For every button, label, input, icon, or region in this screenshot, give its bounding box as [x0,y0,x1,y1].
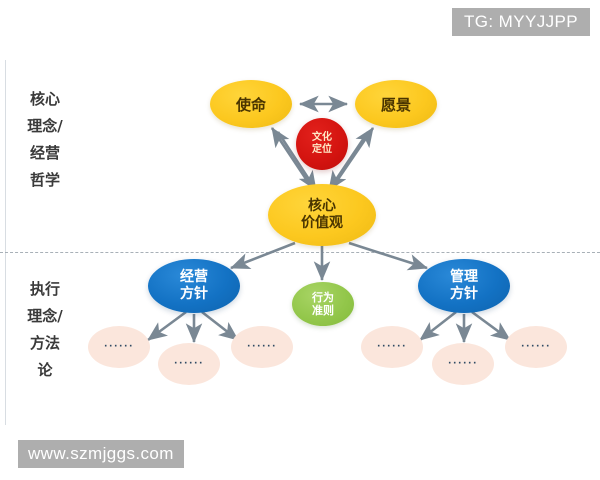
section-label-line: 方法 [29,334,60,352]
node-label-line: 使命 [235,95,266,114]
node-leaf-label: ······ [246,342,278,352]
edge-mgmtpolicy-leaf4 [419,310,457,342]
node-leaf-label: ······ [376,342,408,352]
node-vision[interactable]: 愿景 [355,80,437,128]
node-code-of-conduct[interactable]: 行为 准则 [292,282,354,326]
node-leaf-label: ······ [447,359,479,369]
node-culture-positioning-label: 文化 定位 [312,132,332,156]
node-leaf-label: ······ [173,359,205,369]
edge-mgmtpolicy-leaf6 [471,310,511,342]
section-label-line: 哲学 [29,171,60,189]
section-label-execution-methodology: 执行 理念/ 方法 论 [6,276,84,384]
node-label-line: 价值观 [301,215,343,231]
node-leaf-label: ······ [103,342,135,352]
edge-corevalues-bizpolicy [230,241,296,270]
section-label-line: 论 [37,361,53,379]
node-business-policy-label: 经营 方针 [180,269,208,303]
node-leaf-placeholder[interactable]: ······ [505,326,567,368]
node-label-line: 文化 [312,132,332,143]
node-mission-label: 使命 [236,94,266,115]
node-business-policy[interactable]: 经营 方针 [148,259,240,313]
node-mission[interactable]: 使命 [210,80,292,128]
node-label-line: 管理 [450,269,478,285]
node-label-line: 方针 [450,286,478,302]
node-leaf-placeholder[interactable]: ······ [231,326,293,368]
node-leaf-placeholder[interactable]: ······ [88,326,150,368]
node-code-of-conduct-label: 行为 准则 [312,291,334,317]
node-label-line: 行为 [312,291,334,304]
section-label-core-philosophy: 核心 理念/ 经营 哲学 [6,86,84,194]
section-divider-dashed [0,252,600,253]
node-core-values[interactable]: 核心 价值观 [268,184,376,246]
section-label-line: 核心 [29,90,60,108]
section-label-line: 经营 [29,144,60,162]
left-vertical-rule [5,60,6,425]
node-management-policy-label: 管理 方针 [450,269,478,303]
section-label-line: 理念/ [27,307,63,325]
section-label-line: 理念/ [27,117,63,135]
edge-corevalues-mgmtpolicy [348,241,428,271]
section-label-line: 执行 [29,280,60,298]
node-label-line: 定位 [312,144,332,155]
watermark-bottom-left: www.szmjggs.com [18,440,184,468]
node-culture-positioning[interactable]: 文化 定位 [296,118,348,170]
watermark-top-right: TG: MYYJJPP [452,8,590,36]
node-leaf-placeholder[interactable]: ······ [158,343,220,385]
node-label-line: 准则 [312,304,334,317]
node-label-line: 经营 [180,269,208,285]
node-management-policy[interactable]: 管理 方针 [418,259,510,313]
node-core-values-label: 核心 价值观 [301,198,343,232]
node-label-line: 愿景 [380,95,411,114]
node-label-line: 核心 [308,198,336,214]
node-vision-label: 愿景 [381,94,411,115]
edge-bizpolicy-leaf1 [147,310,187,342]
edge-bizpolicy-leaf3 [201,310,239,342]
node-leaf-placeholder[interactable]: ······ [361,326,423,368]
node-leaf-placeholder[interactable]: ······ [432,343,494,385]
node-label-line: 方针 [180,286,208,302]
node-leaf-label: ······ [520,342,552,352]
